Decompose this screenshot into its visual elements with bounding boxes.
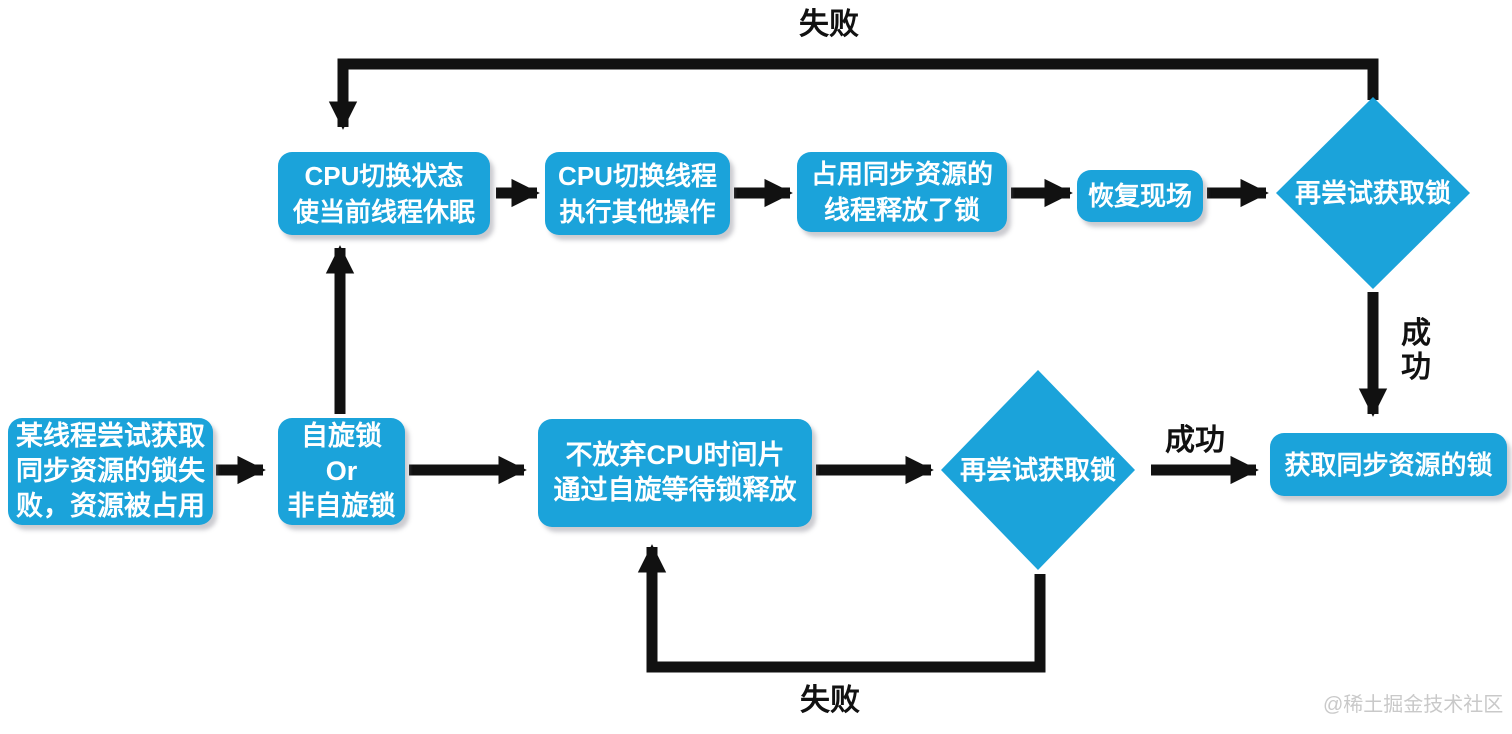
- node-cpu-switch-state: CPU切换状态 使当前线程休眠: [278, 152, 490, 235]
- node-thread-released-lock: 占用同步资源的 线程释放了锁: [797, 152, 1007, 232]
- node-thread-try-lock-failed: 某线程尝试获取 同步资源的锁失 败，资源被占用: [8, 418, 213, 525]
- arrow-fail-loop-top: [328, 58, 1379, 130]
- edge-label-success-right: 成 功: [1401, 317, 1431, 384]
- node-spinlock-or-not: 自旋锁 Or 非自旋锁: [278, 418, 405, 525]
- node-keep-cpu-timeslice-spin: 不放弃CPU时间片 通过自旋等待锁释放: [538, 419, 812, 527]
- node-restore-scene: 恢复现场: [1077, 170, 1203, 222]
- edge-label-fail-top: 失败: [799, 8, 859, 41]
- node-cpu-switch-thread: CPU切换线程 执行其他操作: [545, 152, 730, 235]
- node-acquire-sync-lock: 获取同步资源的锁: [1270, 433, 1507, 496]
- edge-label-success-bottom: 成功: [1165, 424, 1225, 457]
- edge-label-fail-bottom: 失败: [800, 684, 860, 717]
- arrow-fail-loop-bottom: [637, 544, 1046, 673]
- watermark-juejin: @稀土掘金技术社区: [1323, 694, 1504, 716]
